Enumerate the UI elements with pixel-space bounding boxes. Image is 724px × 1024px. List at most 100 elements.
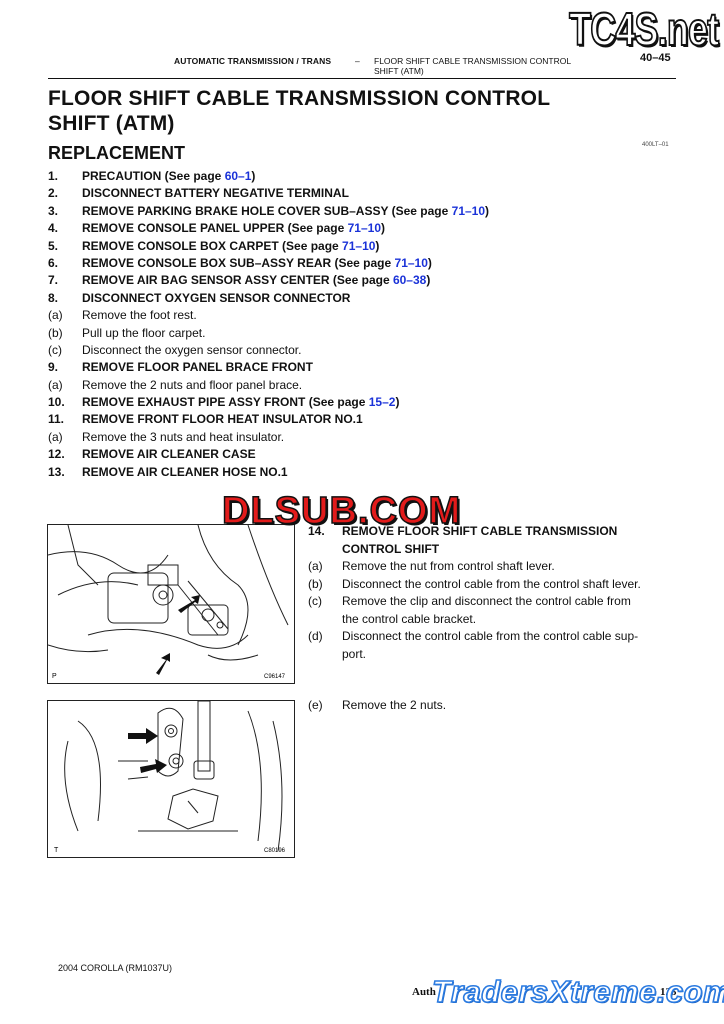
step-number: 10.	[48, 395, 65, 410]
page-link[interactable]: 71–10	[342, 238, 376, 253]
substep-row: (a) Remove the 2 nuts and floor panel bra…	[48, 377, 688, 394]
step-number: 8.	[48, 290, 59, 305]
step-row: 13. REMOVE AIR CLEANER HOSE NO.1	[48, 464, 688, 481]
footer-page-fragment: 125	[660, 986, 677, 998]
page-link[interactable]: 60–1	[224, 169, 252, 183]
page-link[interactable]: 60–38	[392, 273, 427, 288]
step-text: REMOVE CONSOLE BOX CARPET (See page 71–1…	[82, 238, 380, 253]
substep-letter: (b)	[308, 576, 323, 591]
header-topic-line1: FLOOR SHIFT CABLE TRANSMISSION CONTROL	[374, 56, 572, 66]
substep-text: Disconnect the control cable from the co…	[342, 576, 641, 591]
substep-text: Remove the 2 nuts.	[342, 698, 447, 712]
page-title: FLOOR SHIFT CABLE TRANSMISSION CONTROL S…	[48, 86, 550, 136]
figure2-corner: T	[54, 847, 59, 854]
step-number: 14.	[308, 524, 325, 538]
step-row: 5.REMOVE CONSOLE BOX CARPET (See page 71…	[48, 238, 688, 255]
header-rule	[48, 78, 676, 79]
header-topic-line2: SHIFT (ATM)	[374, 66, 424, 76]
step-row: 3. REMOVE PARKING BRAKE HOLE COVER SUB–AS…	[48, 203, 688, 220]
step-number: 3.	[48, 203, 59, 218]
figure2-illustration: T C80196	[54, 701, 286, 854]
figure-cable-support-nuts: T C80196	[47, 700, 295, 858]
page-number: 40–45	[640, 52, 671, 64]
substep-row: (a) Remove the nut from control shaft lev…	[308, 558, 678, 576]
substep-letter: (a)	[48, 308, 63, 323]
substep-letter: (b)	[48, 325, 63, 340]
step-number: 13.	[48, 464, 65, 479]
figure2-id: C80196	[264, 848, 286, 854]
page-title-line2: SHIFT (ATM)	[48, 112, 175, 135]
footer-model: 2004 COROLLA (RM1037U)	[58, 963, 173, 973]
watermark-dlsub: DLSUB.COM	[221, 489, 462, 533]
step-text: REMOVE PARKING BRAKE HOLE COVER SUB–ASSY…	[82, 203, 490, 218]
substep-letter: (a)	[48, 377, 63, 392]
step-number: 4.	[48, 221, 59, 236]
step14-block: 14. REMOVE FLOOR SHIFT CABLE TRANSMISSION…	[308, 523, 678, 663]
substep-row: (b) Pull up the floor carpet.	[48, 325, 688, 342]
substep-text: Pull up the floor carpet.	[82, 325, 206, 340]
substep-letter: (a)	[308, 559, 323, 573]
step-text: REMOVE EXHAUST PIPE ASSY FRONT (See page…	[82, 395, 400, 410]
substep-row: (d)Disconnect the control cable from the…	[308, 628, 678, 646]
step14-line2: CONTROL SHIFT	[342, 541, 440, 556]
step-row: 9.REMOVE FLOOR PANEL BRACE FRONT	[48, 359, 688, 376]
substep-row-cont: port.	[308, 646, 678, 664]
substep-row: (b) Disconnect the control cable from the…	[308, 576, 678, 594]
substep-row-e: (e) Remove the 2 nuts.	[308, 698, 446, 712]
substep-letter: (c)	[48, 342, 62, 357]
page-title-line1: FLOOR SHIFT CABLE TRANSMISSION CONTROL	[48, 87, 551, 110]
step-number: 2.	[48, 186, 59, 201]
page-link[interactable]: 15–2	[368, 395, 396, 410]
step-row-cont: CONTROL SHIFT	[308, 541, 678, 559]
step-row: 2. DISCONNECT BATTERY NEGATIVE TERMINAL	[48, 185, 688, 202]
substep-letter: (c)	[308, 594, 322, 608]
substep-text: Disconnect the oxygen sensor connector.	[82, 342, 302, 357]
step-number: 1.	[48, 169, 59, 183]
steps-list: 1. PRECAUTION (See page 60–1) 2. DISCONNEC…	[48, 168, 688, 481]
substep-text: Remove the 2 nuts and floor panel brace.	[82, 377, 303, 392]
substep-text: Remove the nut from control shaft lever.	[342, 559, 555, 573]
watermark-tc4s: TC4S.net	[568, 2, 720, 56]
step-row: 14. REMOVE FLOOR SHIFT CABLE TRANSMISSION	[308, 523, 678, 541]
step-text: PRECAUTION (See page 60–1)	[82, 169, 256, 183]
step-number: 11.	[48, 412, 65, 427]
page-link[interactable]: 71–10	[394, 255, 428, 270]
substep-letter: (e)	[308, 698, 323, 712]
watermark-tradersxtreme: TradersXtreme.com	[431, 973, 724, 1010]
step-row: 11. REMOVE FRONT FLOOR HEAT INSULATOR NO.…	[48, 411, 688, 428]
step-row: 10. REMOVE EXHAUST PIPE ASSY FRONT (See p…	[48, 394, 688, 411]
step-row: 4. REMOVE CONSOLE PANEL UPPER (See page 7…	[48, 220, 688, 237]
page-link[interactable]: 71–10	[451, 203, 486, 218]
footer-author: Auth	[412, 986, 436, 998]
figure1-id: C96147	[264, 674, 286, 680]
step-number: 7.	[48, 273, 59, 288]
step-row: 7. REMOVE AIR BAG SENSOR ASSY CENTER (See…	[48, 272, 688, 289]
step-text: DISCONNECT OXYGEN SENSOR CONNECTOR	[82, 290, 351, 305]
figure-control-shaft-lever: P C96147	[47, 524, 295, 684]
step-text: REMOVE AIR CLEANER HOSE NO.1	[82, 464, 288, 479]
header-section: AUTOMATIC TRANSMISSION / TRANS	[174, 56, 332, 66]
header-dash: –	[355, 56, 360, 66]
step-text: REMOVE CONSOLE PANEL UPPER (See page 71–…	[82, 221, 385, 236]
step-text: DISCONNECT BATTERY NEGATIVE TERMINAL	[82, 186, 349, 201]
step-text: REMOVE FLOOR PANEL BRACE FRONT	[82, 360, 313, 375]
step-row: 6.REMOVE CONSOLE BOX SUB–ASSY REAR (See …	[48, 255, 688, 272]
step-text: REMOVE AIR BAG SENSOR ASSY CENTER (See p…	[82, 273, 431, 288]
substep-row-cont: the control cable bracket.	[308, 611, 678, 629]
substep-text: Disconnect the control cable from the co…	[342, 629, 639, 643]
step14-line1: REMOVE FLOOR SHIFT CABLE TRANSMISSION	[342, 524, 618, 538]
substep-text: the control cable bracket.	[342, 611, 477, 626]
substep-text: Remove the foot rest.	[82, 308, 197, 323]
step-text: REMOVE AIR CLEANER CASE	[82, 447, 256, 462]
step-number: 12.	[48, 447, 65, 462]
step-text: REMOVE FRONT FLOOR HEAT INSULATOR NO.1	[82, 412, 363, 427]
step-row: 8. DISCONNECT OXYGEN SENSOR CONNECTOR	[48, 290, 688, 307]
substep-row: (a) Remove the foot rest.	[48, 307, 688, 324]
step-row: 1. PRECAUTION (See page 60–1)	[48, 168, 688, 185]
step-text: REMOVE CONSOLE BOX SUB–ASSY REAR (See pa…	[82, 255, 432, 270]
substep-row: (a)Remove the 3 nuts and heat insulator.	[48, 429, 688, 446]
page-link[interactable]: 71–10	[347, 221, 381, 236]
substep-row: (c) Disconnect the oxygen sensor connecto…	[48, 342, 688, 359]
figure1-corner: P	[52, 673, 57, 680]
substep-text: port.	[342, 646, 367, 661]
